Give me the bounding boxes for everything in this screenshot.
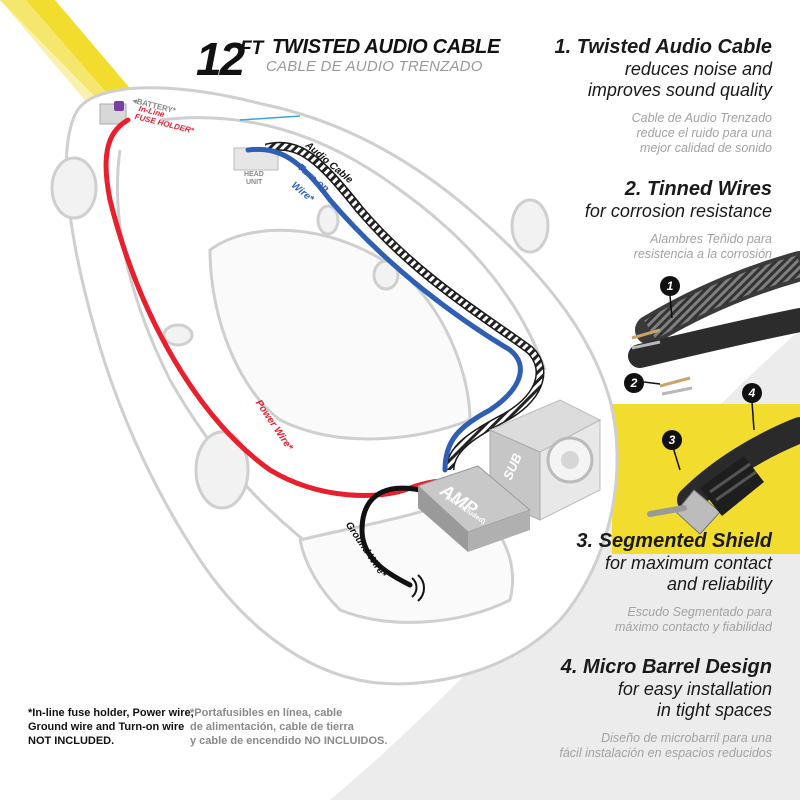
callout-badge-1: 1: [660, 276, 680, 296]
feature-tinned-wires: 2. Tinned Wires for corrosion resistance…: [585, 178, 772, 262]
amp-box: [417, 465, 531, 552]
feature-desc-line: reduces noise and: [624, 59, 772, 79]
feature-number: 3.: [576, 530, 594, 552]
feature-es-line: fácil instalación en espacios reducidos: [559, 746, 772, 760]
feature-es-line: mejor calidad de sonido: [639, 141, 772, 155]
page-subtitle-spanish: CABLE DE AUDIO TRENZADO: [266, 58, 483, 75]
title-length-number: 12: [196, 33, 245, 85]
callout-badge-4: 4: [742, 383, 762, 403]
title-block: 12 FT TWISTED AUDIO CABLE CABLE DE AUDIO…: [196, 33, 500, 85]
cable-product-photo: [628, 251, 800, 535]
feature-number: 4.: [560, 656, 578, 678]
feature-desc-spanish: Diseño de microbarril para una fácil ins…: [559, 731, 772, 761]
fuse-holder: [114, 101, 124, 111]
feature-es-line: reduce el ruido para una: [636, 126, 772, 140]
feature-heading: Segmented Shield: [598, 530, 772, 552]
feature-title: 1. Twisted Audio Cable: [555, 36, 772, 59]
audio-cable-twist: [265, 143, 543, 471]
feature-number: 1.: [554, 36, 572, 58]
head-unit-label-line2: UNIT: [246, 179, 263, 186]
callout-line-1: [669, 295, 673, 319]
feature-title: 2. Tinned Wires: [585, 178, 772, 201]
footnote-line: de alimentación, cable de tierra: [190, 721, 354, 733]
feature-twisted-audio-cable: 1. Twisted Audio Cable reduces noise and…: [555, 36, 772, 156]
head-unit-connector: [239, 115, 301, 121]
headlight-beam-soft: [0, 0, 120, 118]
page-title: TWISTED AUDIO CABLE: [272, 36, 500, 58]
title-length-unit: FT: [240, 38, 264, 59]
footnote-line: Ground wire and Turn-on wire: [28, 721, 185, 733]
footnote-spanish: *Portafusibles en línea, cable de alimen…: [190, 706, 387, 748]
feature-es-line: Cable de Audio Trenzado: [631, 111, 772, 125]
footnote-line: y cable de encendido NO INCLUIDOS.: [190, 735, 388, 747]
feature-heading: Tinned Wires: [646, 178, 772, 200]
footnote-english: *In-line fuse holder, Power wire, Ground…: [28, 706, 194, 748]
feature-segmented-shield: 3. Segmented Shield for maximum contact …: [576, 530, 772, 635]
callout-badge-2: 2: [624, 373, 644, 393]
feature-es-line: resistencia a la corrosión: [633, 247, 772, 261]
feature-heading: Micro Barrel Design: [583, 656, 772, 678]
feature-number: 2.: [624, 178, 642, 200]
ground-terminal: [411, 574, 425, 602]
feature-heading: Twisted Audio Cable: [576, 36, 772, 58]
feature-desc-line: in tight spaces: [656, 700, 772, 720]
feature-desc-line: for maximum contact: [604, 553, 772, 573]
ground-wire-path: [359, 485, 423, 588]
feature-es-line: Diseño de microbarril para una: [601, 731, 772, 745]
feature-es-line: Escudo Segmentado para: [627, 605, 772, 619]
feature-desc-line: and reliability: [666, 574, 772, 594]
feature-es-line: máximo contacto y fiabilidad: [614, 620, 772, 634]
footnote-line: NOT INCLUDED.: [28, 735, 115, 747]
feature-title: 4. Micro Barrel Design: [559, 656, 772, 679]
feature-desc-spanish: Alambres Teñido para resistencia a la co…: [585, 232, 772, 262]
feature-micro-barrel-design: 4. Micro Barrel Design for easy installa…: [559, 656, 772, 761]
feature-desc-spanish: Escudo Segmentado para máximo contacto y…: [576, 605, 772, 635]
feature-desc-spanish: Cable de Audio Trenzado reduce el ruido …: [555, 111, 772, 156]
callout-line-2: [643, 381, 661, 385]
turn-on-wire-path: [245, 146, 523, 473]
feature-desc-line: for corrosion resistance: [584, 201, 772, 221]
footnote-line: *In-line fuse holder, Power wire,: [28, 707, 194, 719]
feature-desc-line: improves sound quality: [587, 80, 772, 100]
feature-title: 3. Segmented Shield: [576, 530, 772, 553]
feature-desc-line: for easy installation: [617, 679, 772, 699]
head-unit-label-line1: HEAD: [244, 171, 264, 178]
feature-es-line: Alambres Teñido para: [650, 232, 772, 246]
callout-line-4: [751, 401, 755, 431]
callout-badge-3: 3: [662, 430, 682, 450]
footnote-line: *Portafusibles en línea, cable: [190, 707, 343, 719]
subwoofer-box: [488, 399, 602, 521]
